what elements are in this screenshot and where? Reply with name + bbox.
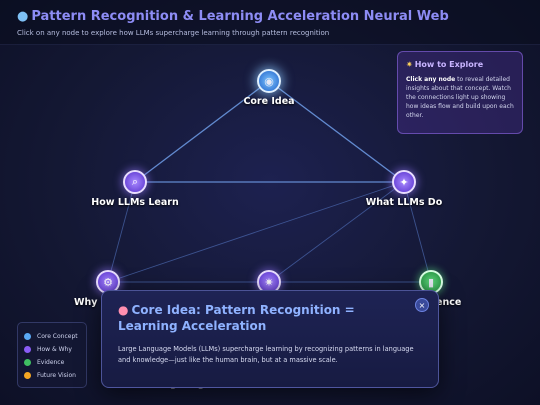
page-subtitle: Click on any node to explore how LLMs su…	[17, 29, 330, 37]
lightbulb-icon: ✷	[406, 60, 413, 69]
brain-icon: ●	[118, 303, 129, 317]
legend-item: Core Concept	[24, 332, 80, 340]
legend: Core Concept How & Why Evidence Future V…	[17, 322, 87, 388]
node-evidence-label: ence	[436, 297, 462, 308]
lightbulb-icon: ✷	[264, 275, 274, 289]
node-why-label: Why I	[74, 297, 105, 308]
edge-how-why	[107, 181, 136, 283]
brain-icon: ●	[17, 9, 29, 24]
legend-item: Future Vision	[24, 371, 80, 379]
page-title: ●Pattern Recognition & Learning Accelera…	[17, 9, 449, 24]
edge-what-why	[107, 181, 405, 283]
edge-what-insight	[268, 181, 405, 283]
legend-item: Evidence	[24, 358, 80, 366]
edge-what-evidence	[403, 181, 432, 283]
app-header: ●Pattern Recognition & Learning Accelera…	[0, 0, 540, 45]
help-title: ✷How to Explore	[406, 60, 484, 69]
modal-title: ●Core Idea: Pattern Recognition = Learni…	[118, 303, 355, 333]
modal-body: Large Language Models (LLMs) supercharge…	[118, 345, 414, 364]
edge-core-how	[134, 80, 270, 183]
legend-dot-future	[24, 371, 31, 379]
brain-icon: ◉	[264, 74, 274, 88]
legend-dot-core	[24, 332, 31, 340]
legend-dot-how	[24, 345, 31, 353]
node-what-llms-do[interactable]: ✦	[392, 170, 416, 194]
node-core-idea-label: Core Idea	[243, 96, 295, 107]
node-detail-modal: × ●Core Idea: Pattern Recognition = Lear…	[101, 290, 439, 388]
legend-item: How & Why	[24, 345, 80, 353]
bar-chart-icon: ▮	[427, 275, 435, 289]
edge-core-what	[268, 80, 405, 183]
help-panel: ✷How to Explore Click any node to reveal…	[397, 51, 523, 134]
search-icon: ⌕	[131, 175, 139, 188]
gear-icon: ⚙	[103, 275, 113, 289]
close-button[interactable]: ×	[415, 298, 429, 312]
node-how-llms-learn[interactable]: ⌕	[123, 170, 147, 194]
node-how-llms-learn-label: How LLMs Learn	[91, 197, 179, 208]
compass-icon: ✦	[399, 175, 409, 189]
node-what-llms-do-label: What LLMs Do	[365, 197, 443, 208]
help-text: Click any node to reveal detailed insigh…	[406, 76, 514, 119]
legend-dot-evidence	[24, 358, 31, 366]
node-core-idea[interactable]: ◉	[257, 69, 281, 93]
